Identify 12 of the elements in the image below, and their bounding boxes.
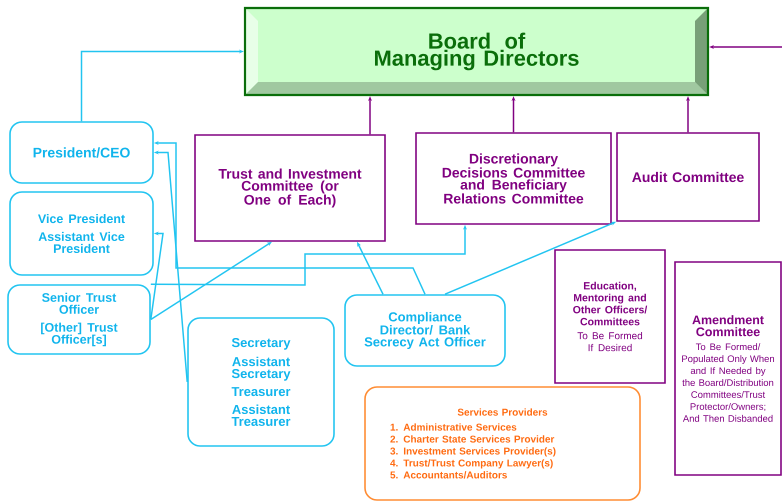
committee-box: Education, Mentoring and Other Officers/ Committees To Be Formed If Desired [554,249,666,384]
committee-box: Discretionary Decisions Committee and Beneficiary Relations Committee [415,132,612,225]
officer-box: President/CEO [9,121,154,184]
officer-box: Secretary Assistant Secretary Treasurer Assistant Treasurer [187,317,335,447]
services-box: Services Providers 1. Administrative Services 2. Charter State Services Provider 3. Investment Services Provider(s) 4. Trust/Trust Company Lawyer(s) 5. Accountants/Auditors [364,386,641,501]
board-box: Board of Managing Directors [244,6,710,96]
officer-box: Vice President Assistant Vice President [9,191,154,276]
officer-box: Senior Trust Officer [Other] Trust Officer[s] [7,284,151,355]
officer-box: Compliance Director/ Bank Secrecy Act Officer [344,294,506,367]
committee-box: Audit Committee [616,132,760,222]
committee-box: Amendment Committee To Be Formed/ Populated Only When and If Needed by the Board/Distribution Committees/Trust Protector/Owners; And Then Disbanded [674,261,782,476]
committee-box: Trust and Investment Committee (or One of Each) [194,134,386,242]
